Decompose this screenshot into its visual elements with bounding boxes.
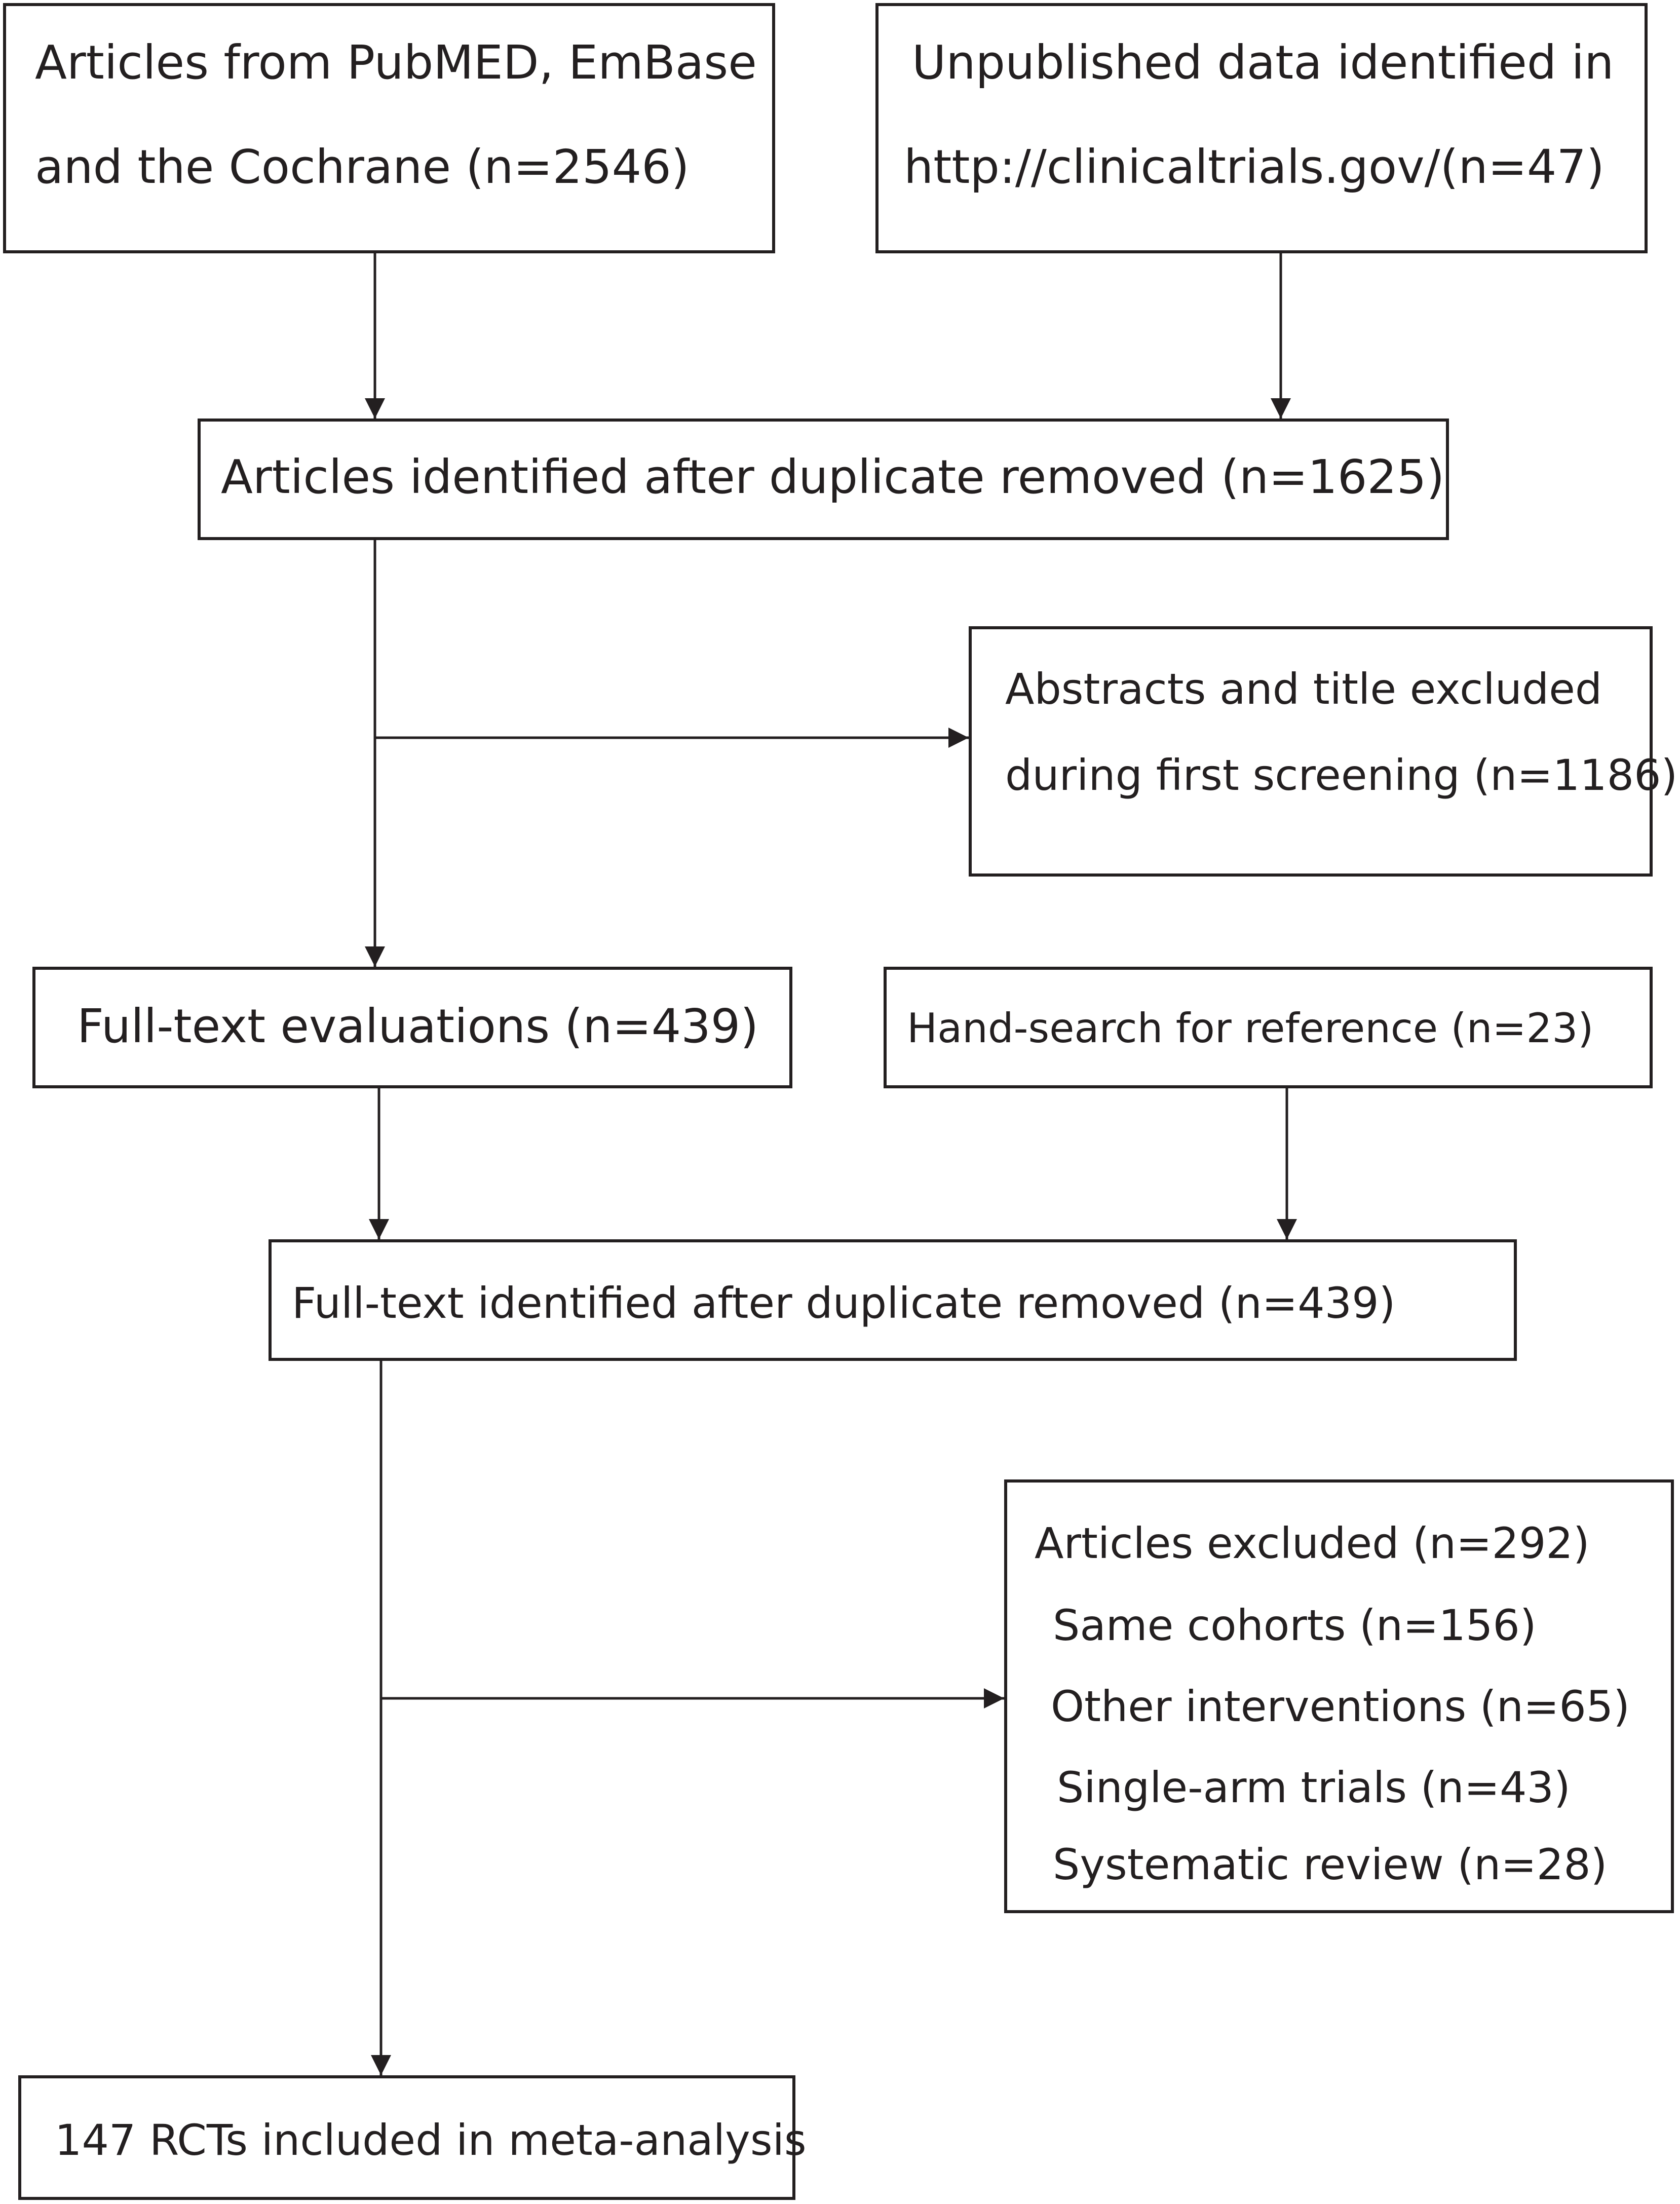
box-line: Full-text identified after duplicate rem… — [292, 1278, 1396, 1328]
box-line: Unpublished data identified in — [912, 35, 1614, 90]
box-line: Hand-search for reference (n=23) — [907, 1005, 1594, 1052]
box-abstracts-excluded: Abstracts and title excluded during firs… — [969, 626, 1677, 877]
box-line: Articles excluded (n=292) — [1035, 1518, 1590, 1568]
box-line: Same cohorts (n=156) — [1053, 1601, 1537, 1650]
box-line: Single-arm trials (n=43) — [1057, 1763, 1571, 1812]
box-line: Full-text evaluations (n=439) — [77, 999, 759, 1053]
box-line: during first screening (n=1186) — [1005, 750, 1678, 800]
box-line: Other interventions (n=65) — [1051, 1682, 1630, 1731]
box-articles-excluded: Articles excluded (n=292) Same cohorts (… — [1004, 1479, 1674, 1913]
box-line: Systematic review (n=28) — [1053, 1840, 1608, 1889]
box-hand-search: Hand-search for reference (n=23) — [884, 967, 1653, 1088]
box-line: 147 RCTs included in meta-analysis — [55, 2115, 807, 2165]
box-deduplicated-articles: Articles identified after duplicate remo… — [198, 419, 1449, 540]
box-line: Abstracts and title excluded — [1005, 664, 1602, 714]
box-line: and the Cochrane (n=2546) — [35, 140, 690, 194]
box-database-articles: Articles from PubMED, EmBase and the Coc… — [3, 3, 775, 253]
box-line: Articles from PubMED, EmBase — [35, 35, 757, 90]
box-unpublished-data: Unpublished data identified in http://cl… — [875, 3, 1648, 253]
box-deduplicated-fulltext: Full-text identified after duplicate rem… — [269, 1239, 1517, 1361]
box-line: Articles identified after duplicate remo… — [221, 450, 1445, 504]
box-line: http://clinicaltrials.gov/(n=47) — [904, 140, 1605, 194]
box-included-studies: 147 RCTs included in meta-analysis — [18, 2075, 807, 2200]
box-fulltext-evaluations: Full-text evaluations (n=439) — [32, 967, 792, 1088]
